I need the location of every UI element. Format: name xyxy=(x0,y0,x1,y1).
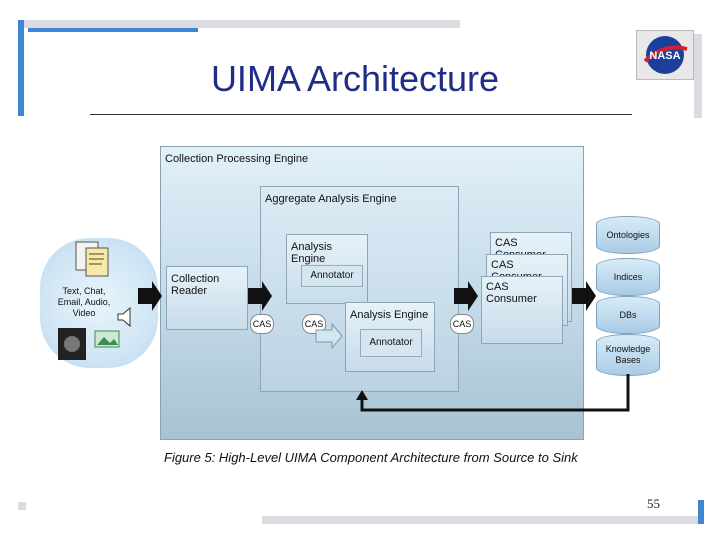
right-grey-bar xyxy=(694,34,702,118)
page-number: 55 xyxy=(647,496,660,511)
store-knowledge-bases: Knowledge Bases xyxy=(596,334,660,376)
title-underline xyxy=(90,114,632,115)
cas-consumer-3: CAS Consumer xyxy=(481,276,563,344)
arrow-aae-to-consumers xyxy=(454,281,478,311)
cas-token-1: CAS xyxy=(250,314,274,334)
data-sources-label: Text, Chat, Email, Audio, Video xyxy=(57,286,111,318)
cas-consumer-3-label: CAS Consumer xyxy=(486,281,537,305)
slide-title: UIMA Architecture xyxy=(210,58,500,99)
bottom-right-accent xyxy=(698,500,704,524)
feedback-arrowhead xyxy=(356,390,368,400)
arrow-consumers-to-stores xyxy=(572,281,596,311)
nasa-logo: NASA xyxy=(636,30,694,80)
figure-caption: Figure 5: High-Level UIMA Component Arch… xyxy=(164,450,578,465)
store-ontologies: Ontologies xyxy=(596,216,660,254)
analysis-engine-2: Analysis Engine Annotator xyxy=(345,302,435,372)
analysis-engine-1-label: Analysis Engine xyxy=(291,241,332,265)
arrow-sources-to-reader xyxy=(138,281,162,311)
cpe-label: Collection Processing Engine xyxy=(165,153,309,165)
arrow-ae1-to-ae2 xyxy=(315,322,343,350)
collection-reader: Collection Reader xyxy=(166,266,248,330)
arrow-reader-to-aae xyxy=(248,281,272,311)
analysis-engine-1: Analysis Engine Annotator xyxy=(286,234,368,304)
annotator-2: Annotator xyxy=(360,329,422,357)
bottom-left-mark xyxy=(18,502,26,510)
collection-reader-label: Collection Reader xyxy=(171,273,220,297)
documents-icon xyxy=(72,240,112,280)
nasa-logo-text: NASA xyxy=(649,50,680,62)
aae-label: Aggregate Analysis Engine xyxy=(265,193,397,205)
top-blue-bar xyxy=(28,28,198,32)
top-grey-bar xyxy=(24,20,460,28)
image-icon xyxy=(94,330,120,348)
annotator-1: Annotator xyxy=(301,265,363,287)
store-indices: Indices xyxy=(596,258,660,296)
analysis-engine-2-label: Analysis Engine xyxy=(350,309,429,321)
cas-token-3: CAS xyxy=(450,314,474,334)
film-icon xyxy=(56,326,88,362)
bottom-grey-bar xyxy=(262,516,702,524)
speaker-icon xyxy=(116,306,136,328)
left-accent-bar xyxy=(18,20,24,116)
cas-token-2: CAS xyxy=(302,314,326,334)
feedback-arrow-line xyxy=(360,374,630,412)
store-dbs: DBs xyxy=(596,296,660,334)
